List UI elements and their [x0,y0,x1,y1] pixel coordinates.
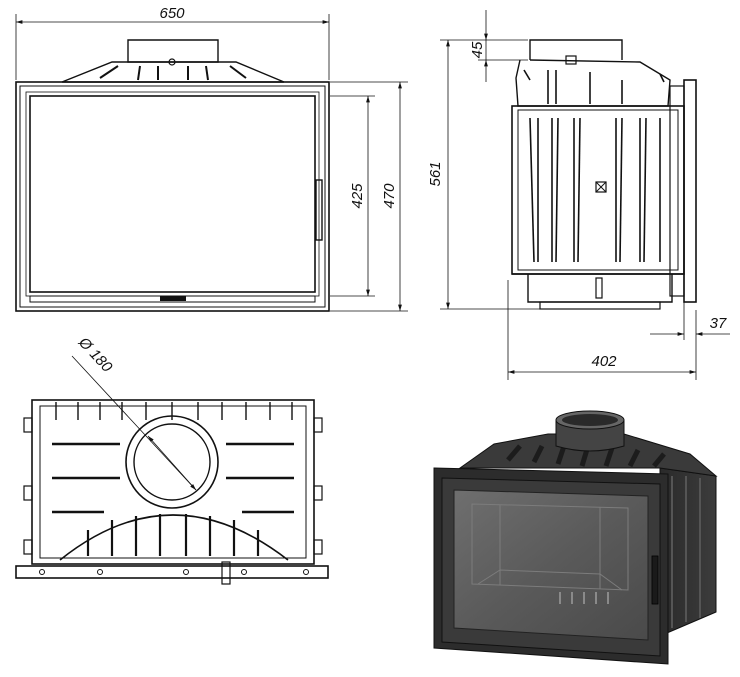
dim-line-flue-diameter [71,355,197,491]
top-outer-body [31,399,315,565]
top-side-lugs [23,417,323,555]
render-flue-opening [562,414,618,426]
top-flue-inner [133,423,211,501]
fireplace-render [433,410,718,665]
dim-total-height-label: 561 [427,161,444,186]
top-arch-ribs [86,514,260,556]
render-glass [453,489,649,641]
render-hood-ribs [506,444,666,468]
render-side-ribs [671,476,701,628]
dim-door-height-label: 425 [349,183,366,209]
render-grate [559,592,609,604]
front-door-rim [25,91,320,297]
top-front-handle [221,561,231,585]
front-view [15,39,330,312]
dim-front-height-label: 470 [381,183,398,209]
side-ash-handle [595,277,603,299]
top-horizontal-bars [52,442,294,514]
front-outer-frame [15,81,330,312]
render-hood [458,433,718,477]
front-inner-frame [19,85,326,308]
dim-depth-label: 402 [591,353,617,370]
dim-frame-depth-label: 37 [710,315,727,332]
side-door-edge [669,85,685,297]
front-door-glass [29,95,316,293]
dim-flue-offset-label: 45 [469,41,486,58]
side-front-frame [683,79,697,303]
top-view [15,399,329,585]
front-hood-bolt [168,58,176,66]
dim-width-label: 650 [159,5,185,22]
side-vertical-ribs [529,117,661,263]
side-base-foot [539,301,661,310]
side-flue-collar [529,39,623,60]
front-dimensions: 650 425 470 [15,5,408,312]
top-front-arch [59,514,289,561]
top-flue-outer [125,415,219,509]
top-edge-ribs [55,402,293,420]
dim-flue-diameter-label: Ø 180 [74,333,115,376]
front-hood-ribs [99,65,247,81]
front-latch [160,296,186,301]
top-front-frame [15,565,329,579]
side-top-hood [515,59,671,107]
side-dimensions: 561 45 402 37 [427,10,730,380]
side-center-bolt [595,181,607,193]
front-door-handle [315,179,323,241]
render-door-handle [651,555,659,605]
side-body-inner [517,109,679,271]
render-firebox [471,503,629,591]
side-hood-ribs [523,69,665,104]
top-frame-bolts [39,569,309,575]
top-inner-body [39,405,307,559]
side-view [511,39,697,310]
